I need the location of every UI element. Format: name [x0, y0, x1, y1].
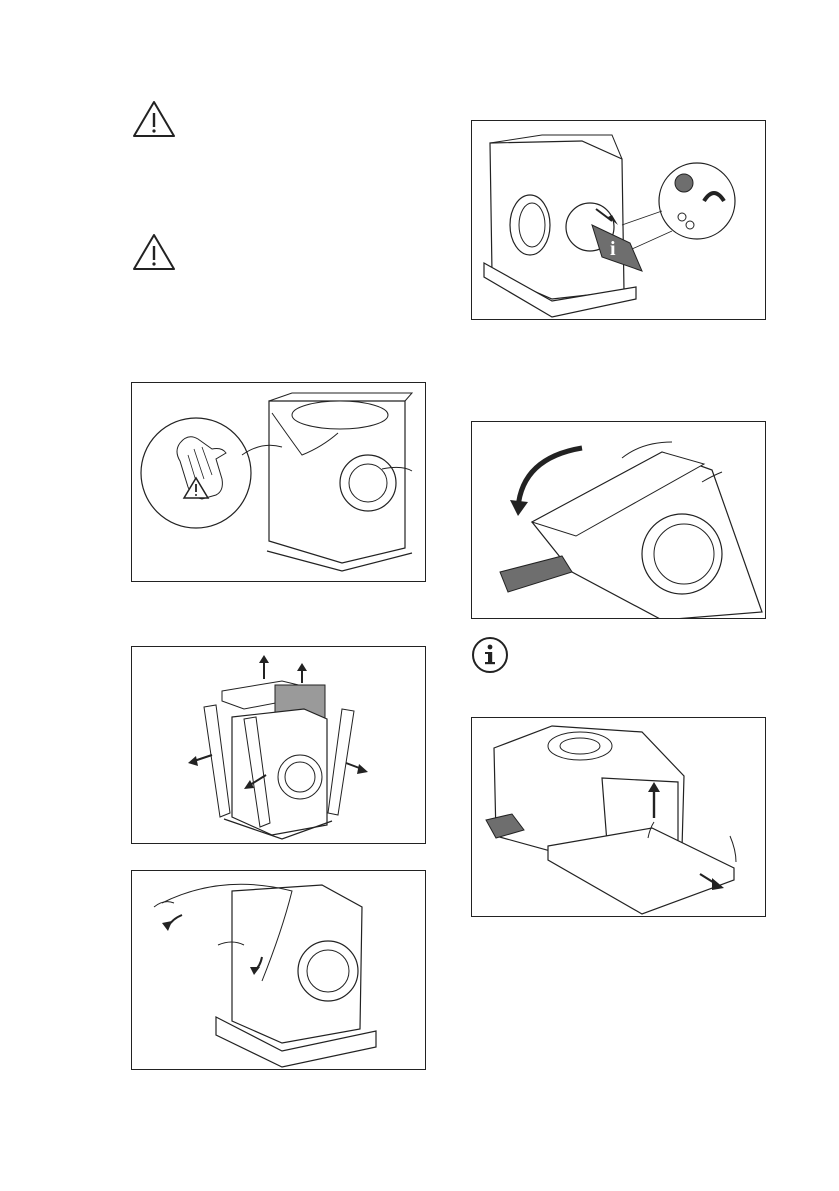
warning-triangle-icon: [132, 100, 176, 138]
gloves-warning-icon: [141, 418, 251, 528]
figure-open-door-remove-accessories: i: [471, 120, 766, 320]
figure-remove-top-and-side-packaging: [131, 646, 426, 844]
info-mark: i: [610, 238, 616, 260]
figure-tilt-machine-backwards: [471, 421, 766, 619]
figure-remove-plastic-cover: [131, 870, 426, 1070]
figure-remove-packaging-film: [131, 382, 426, 582]
figure-lift-machine-remove-base: [471, 717, 766, 917]
warning-triangle-icon: [132, 233, 176, 271]
info-icon: [471, 636, 509, 674]
